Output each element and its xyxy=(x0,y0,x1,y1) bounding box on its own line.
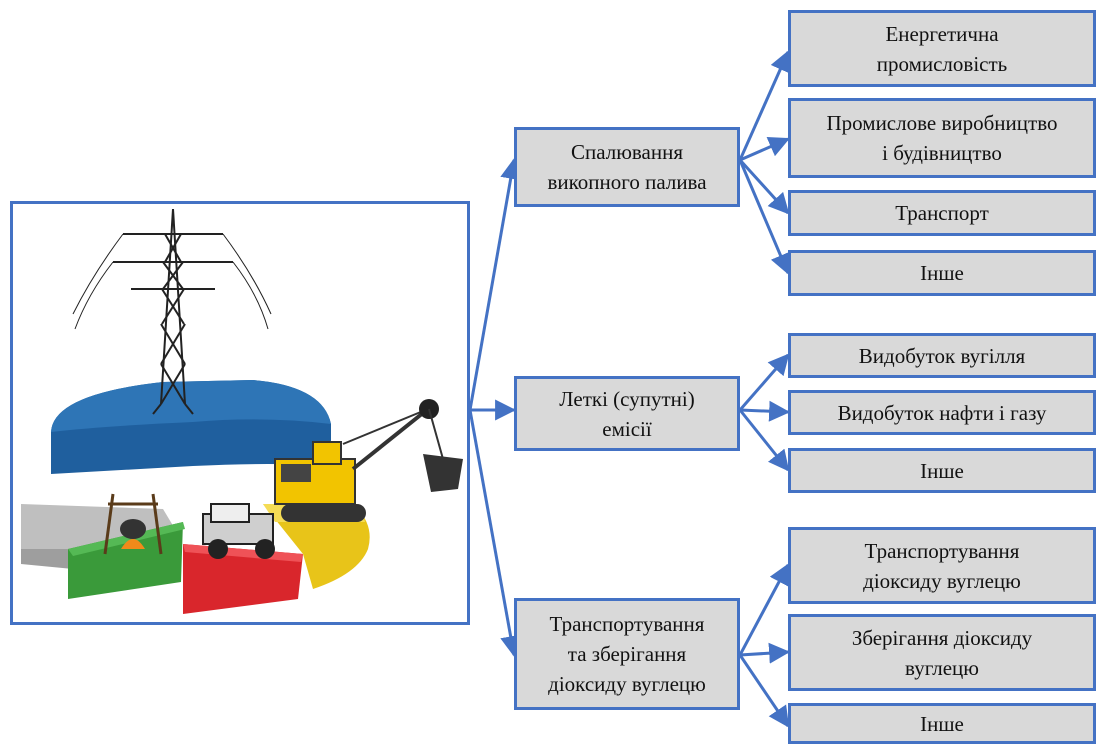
excavator-icon xyxy=(274,399,463,522)
arrow-c1-child-2 xyxy=(739,136,790,162)
arrow-c2-child-2 xyxy=(739,400,791,422)
arrow-c1-child-1 xyxy=(738,50,790,161)
subcategory-manufacturing-construction: Промислове виробництво і будівництво xyxy=(788,98,1096,178)
arrow-c3-child-3 xyxy=(738,654,790,728)
category-fugitive-emissions: Леткі (супутні) емісії xyxy=(514,376,740,451)
pie-slice-blue xyxy=(51,380,331,474)
subcategory-other-2: Інше xyxy=(788,448,1096,493)
arrow-c2-child-1 xyxy=(738,353,790,411)
campfire-pot-icon xyxy=(103,493,163,555)
subcategory-coal-mining: Видобуток вугілля xyxy=(788,333,1096,378)
energy-sector-illustration xyxy=(21,208,463,614)
category-fuel-combustion: Спалювання викопного палива xyxy=(514,127,740,207)
subcategory-co2-transport: Транспортування діоксиду вуглецю xyxy=(788,527,1096,604)
arrow-to-category-1 xyxy=(468,157,522,411)
arrow-c1-child-4 xyxy=(738,159,791,275)
category-co2-transport-storage: Транспортування та зберігання діоксиду в… xyxy=(514,598,740,710)
arrow-c3-child-2 xyxy=(739,642,791,664)
subcategory-other-1: Інше xyxy=(788,250,1096,296)
subcategory-co2-storage: Зберігання діоксиду вуглецю xyxy=(788,614,1096,691)
subcategory-transport: Транспорт xyxy=(788,190,1096,236)
power-pylon-icon xyxy=(72,208,272,415)
vintage-car-icon xyxy=(202,503,275,559)
pie-slice-green xyxy=(68,522,185,599)
arrow-to-category-3 xyxy=(468,409,521,658)
subcategory-other-3: Інше xyxy=(788,703,1096,744)
subcategory-energy-industry: Енергетична промисловість xyxy=(788,10,1096,87)
subcategory-oil-gas-extraction: Видобуток нафти і газу xyxy=(788,390,1096,435)
arrow-c3-child-1 xyxy=(738,563,790,656)
illustration-panel xyxy=(10,201,470,625)
arrow-c1-child-3 xyxy=(738,158,790,215)
arrow-c2-child-3 xyxy=(738,409,790,472)
